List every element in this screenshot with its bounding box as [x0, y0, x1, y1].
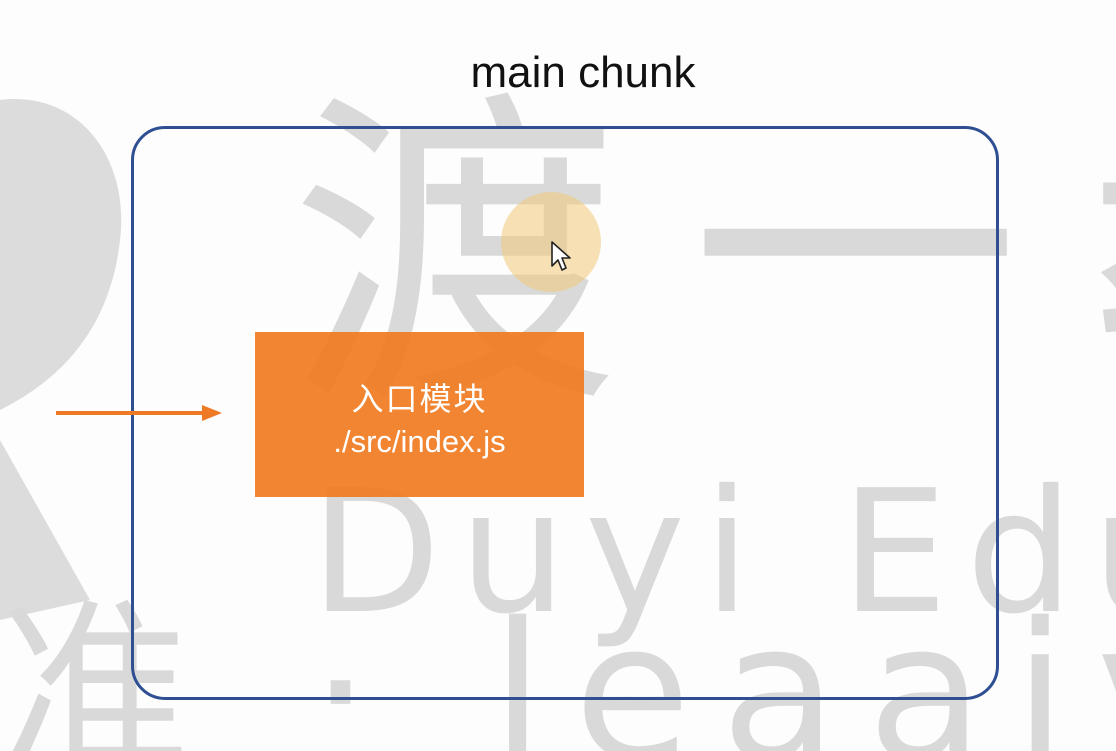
entry-module-box: 入口模块 ./src/index.js	[255, 332, 584, 497]
entry-arrow-icon	[56, 405, 222, 421]
entry-module-path: ./src/index.js	[333, 424, 506, 459]
mouse-pointer-icon	[551, 241, 571, 271]
cursor-highlight	[501, 192, 601, 292]
entry-module-label: 入口模块	[351, 380, 488, 418]
chunk-title: main chunk	[470, 48, 696, 97]
